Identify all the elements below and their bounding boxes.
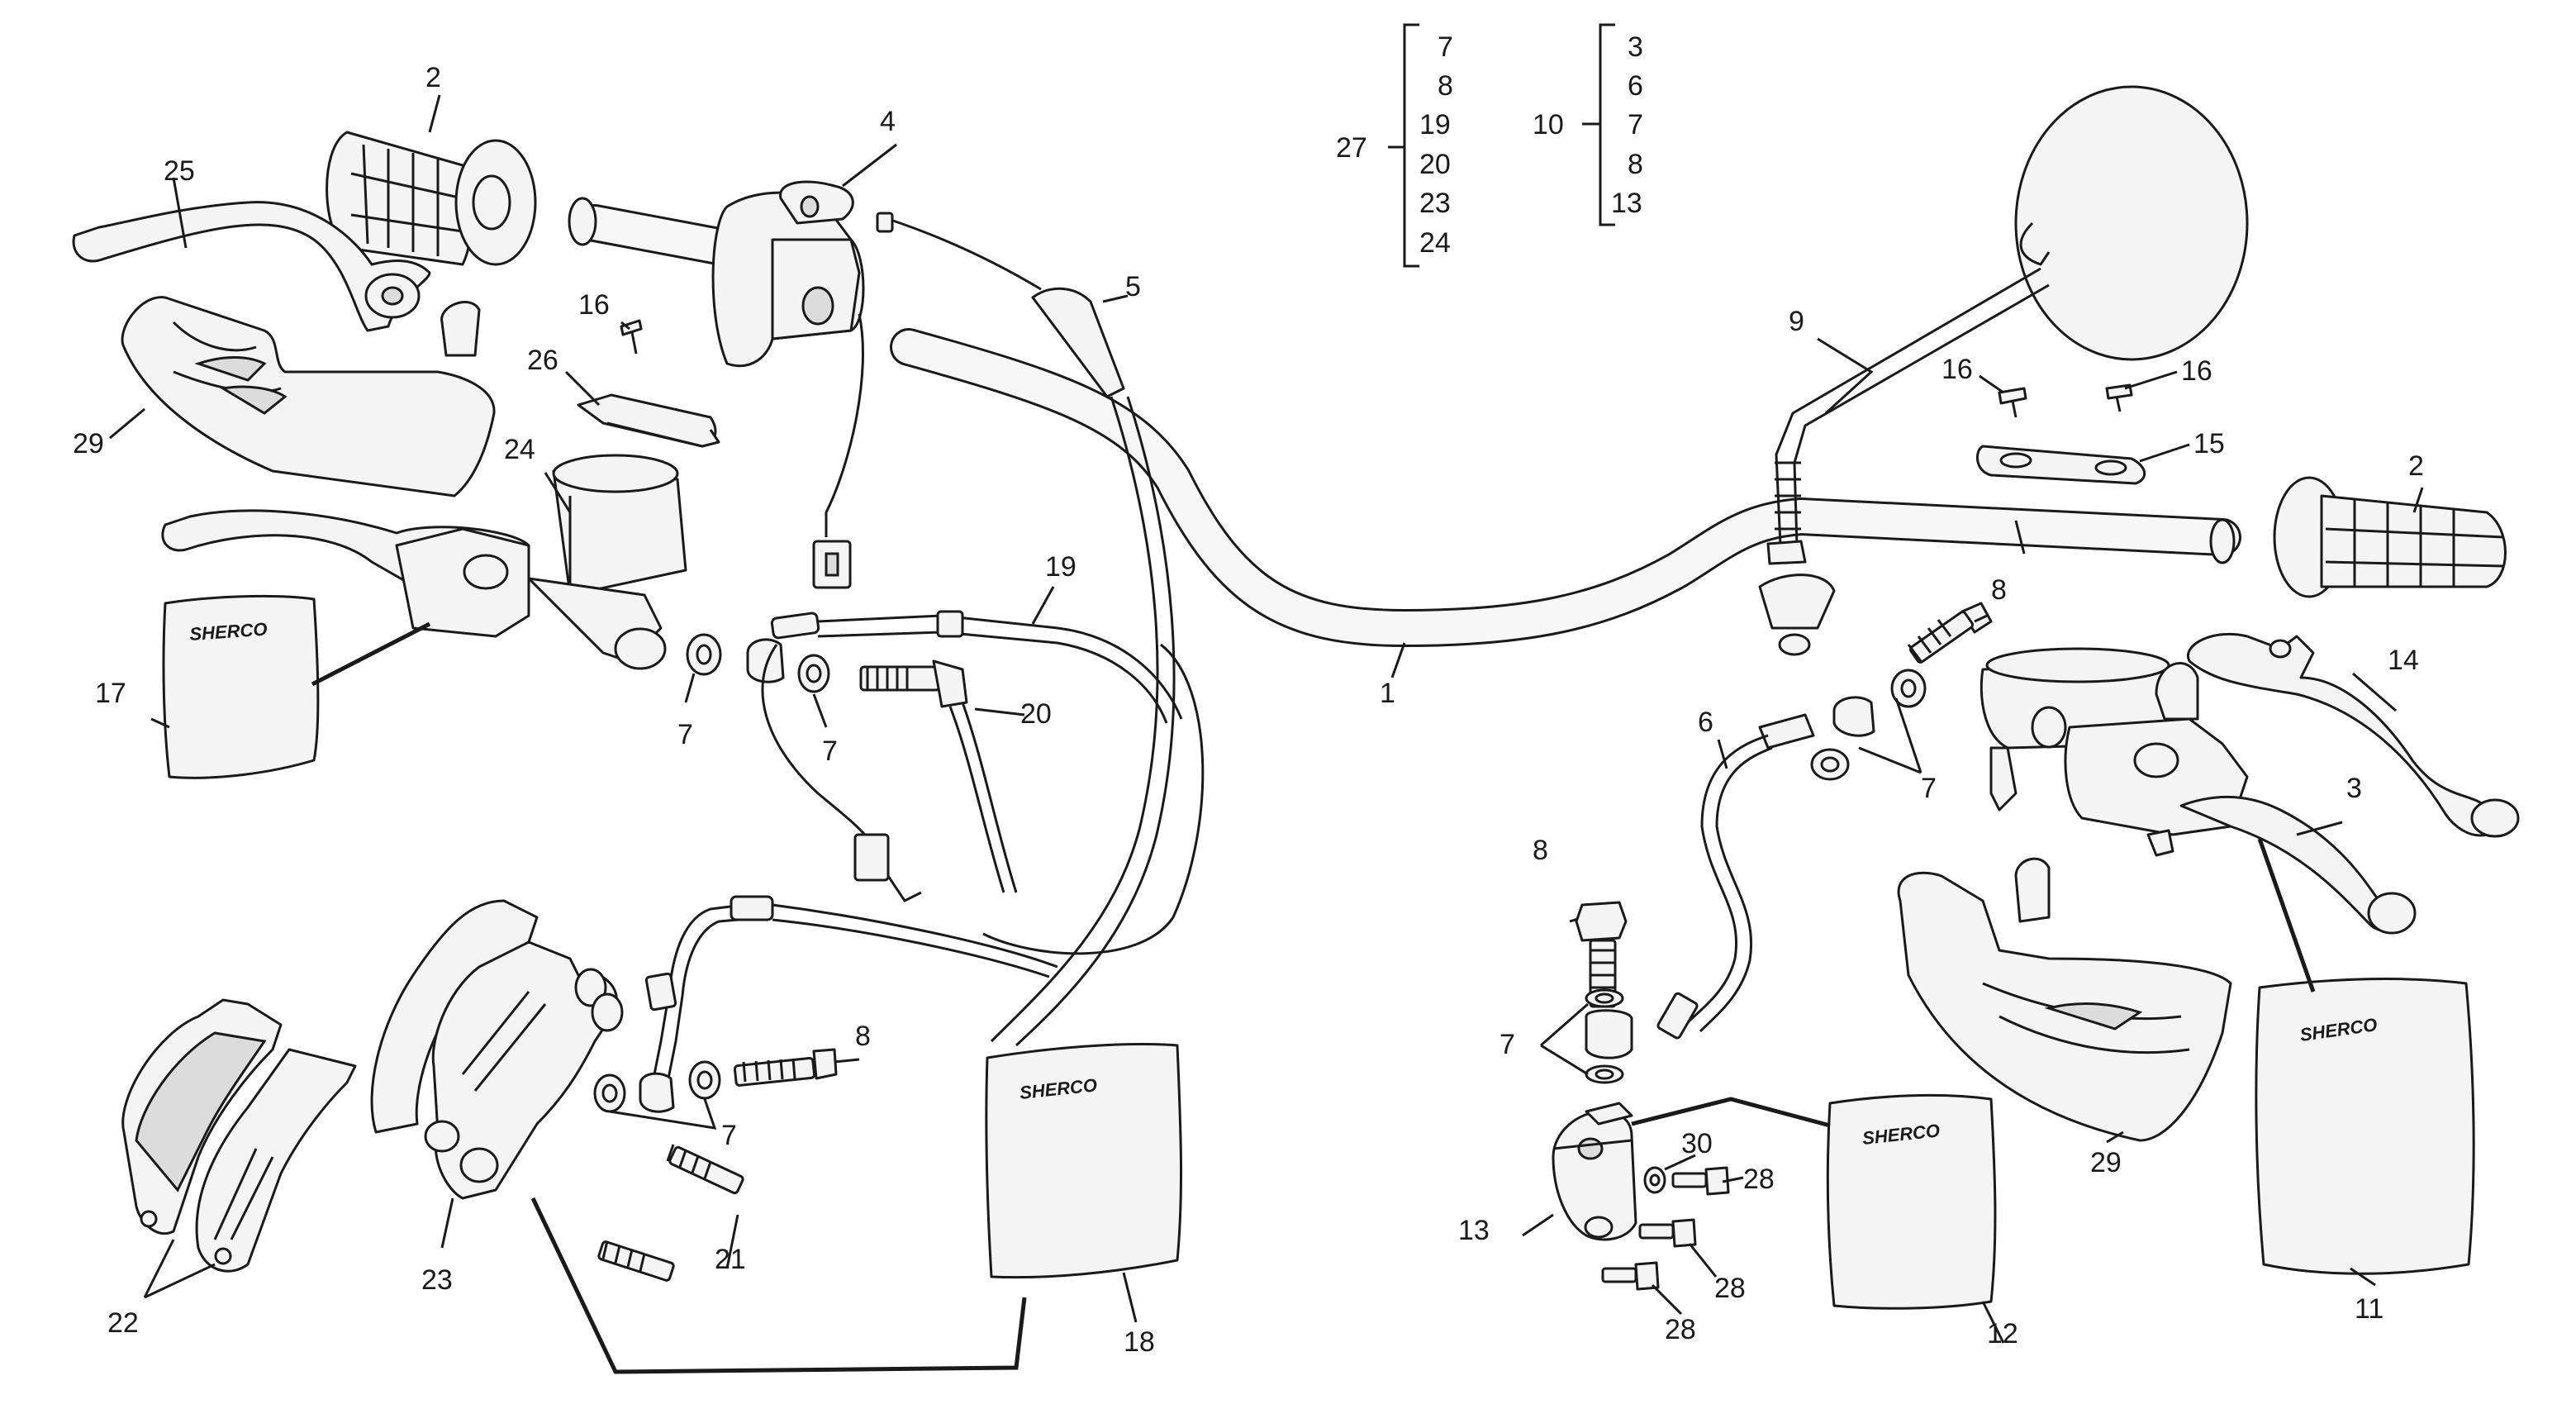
reservoir-cover-left [577,393,720,448]
callout-3: 3 [2346,773,2362,804]
callout-labels: 1 2 2 3 4 5 6 7 7 7 7 7 8 8 8 9 11 12 13… [73,62,2424,1358]
reservoir-cover-right [1975,445,2146,485]
grease-bag-11: SHERCO [2255,978,2475,1275]
callout-1: 1 [1380,678,1395,709]
throttle-assembly [568,180,865,589]
callout-16-a: 16 [578,289,610,321]
banjo-washers-right-top [1810,669,1927,781]
callout-12: 12 [1987,1318,2018,1349]
kit-10-item: 8 [1628,149,1643,180]
callout-14: 14 [2388,645,2419,676]
clutch-lever [72,201,481,357]
callout-2-right: 2 [2408,450,2424,482]
banjo-bolt-right-top [1907,602,1993,664]
kit-10-item: 3 [1628,31,1643,63]
brake-caliper [370,899,624,1200]
kit-27-item: 23 [1419,188,1451,219]
screw-16-left [620,319,643,355]
callout-28-b: 28 [1714,1273,1746,1304]
grip-left [326,131,537,266]
callout-23: 23 [421,1264,453,1296]
kit-27-item: 20 [1419,149,1451,180]
callout-11: 11 [2355,1293,2384,1325]
brake-pads [121,998,357,1273]
kit-10-item: 13 [1611,188,1642,219]
handguard-right [1897,857,2232,1142]
callout-28-a: 28 [1743,1164,1775,1195]
callout-7-c: 7 [1921,773,1937,804]
callout-26: 26 [527,345,558,376]
brake-switch-20 [761,644,1018,902]
callout-29-left: 29 [73,428,104,459]
callout-7-b: 7 [822,735,838,767]
callout-4: 4 [880,106,896,137]
kit-27-item: 7 [1438,31,1453,63]
throttle-cable [876,212,1205,1047]
callout-15: 15 [2193,428,2225,459]
callout-30: 30 [1681,1128,1713,1159]
mirror [1758,85,2249,656]
callout-20: 20 [1020,698,1052,730]
callout-5: 5 [1125,271,1141,302]
screws-28 [1601,1166,1730,1291]
banjo-washers-left [686,633,830,693]
callout-7-e: 7 [721,1120,737,1151]
brake-lever-14 [2186,632,2520,838]
callout-21: 21 [715,1244,746,1275]
caliper-bolts [597,1144,744,1282]
kit-27-label: 27 [1336,132,1367,164]
callout-13: 13 [1458,1215,1490,1246]
brake-hose-19 [770,610,1183,724]
grease-bag-17: SHERCO [162,594,320,779]
callout-7-a: 7 [677,719,693,750]
callout-17: 17 [95,678,126,709]
callout-16-b: 16 [1942,354,1973,385]
callout-8-b: 8 [1991,574,2007,606]
kit-27-item: 19 [1419,109,1451,140]
handlebar [890,328,2241,647]
kit-10-bracket: 10 3 6 7 8 13 [1533,23,1643,226]
kit-27-item: 8 [1438,70,1453,102]
callout-16-c: 16 [2181,355,2212,387]
handguard-left [121,296,496,497]
callout-7-d: 7 [1499,1029,1515,1060]
washer-30 [1643,1166,1666,1194]
callout-22: 22 [107,1307,139,1339]
brake-hose-6 [1656,713,1815,1040]
kit-10-label: 10 [1533,109,1564,140]
callout-8-c: 8 [1533,835,1548,866]
kit-27-bracket: 27 7 8 19 20 23 24 [1336,23,1453,268]
callout-28-c: 28 [1665,1314,1696,1345]
callout-18: 18 [1124,1326,1155,1358]
kit-10-item: 7 [1628,109,1643,140]
callout-25: 25 [164,155,195,187]
screws-16-right [1998,383,2133,418]
master-cylinder-right [1980,647,2417,935]
callout-6: 6 [1698,707,1713,738]
kit-27-item: 24 [1419,227,1451,259]
callout-24: 24 [504,434,535,465]
mirror-clamp-13 [1552,1102,1637,1241]
callout-8-a: 8 [855,1021,871,1052]
callout-19: 19 [1045,551,1077,583]
kit-10-item: 6 [1628,70,1643,102]
banjo-bolt-right-bottom [1575,901,1633,1084]
callout-2-left: 2 [425,62,441,93]
bag-connectors [311,621,2316,1374]
banjo-bolt-left [733,1048,838,1087]
grip-right [2273,476,2507,598]
grease-bag-18: SHERCO [985,1042,1183,1279]
callout-9: 9 [1789,306,1804,337]
callout-29-right: 29 [2090,1147,2122,1178]
leader-lines [109,94,2424,1344]
grease-bag-12: SHERCO [1826,1093,1997,1310]
